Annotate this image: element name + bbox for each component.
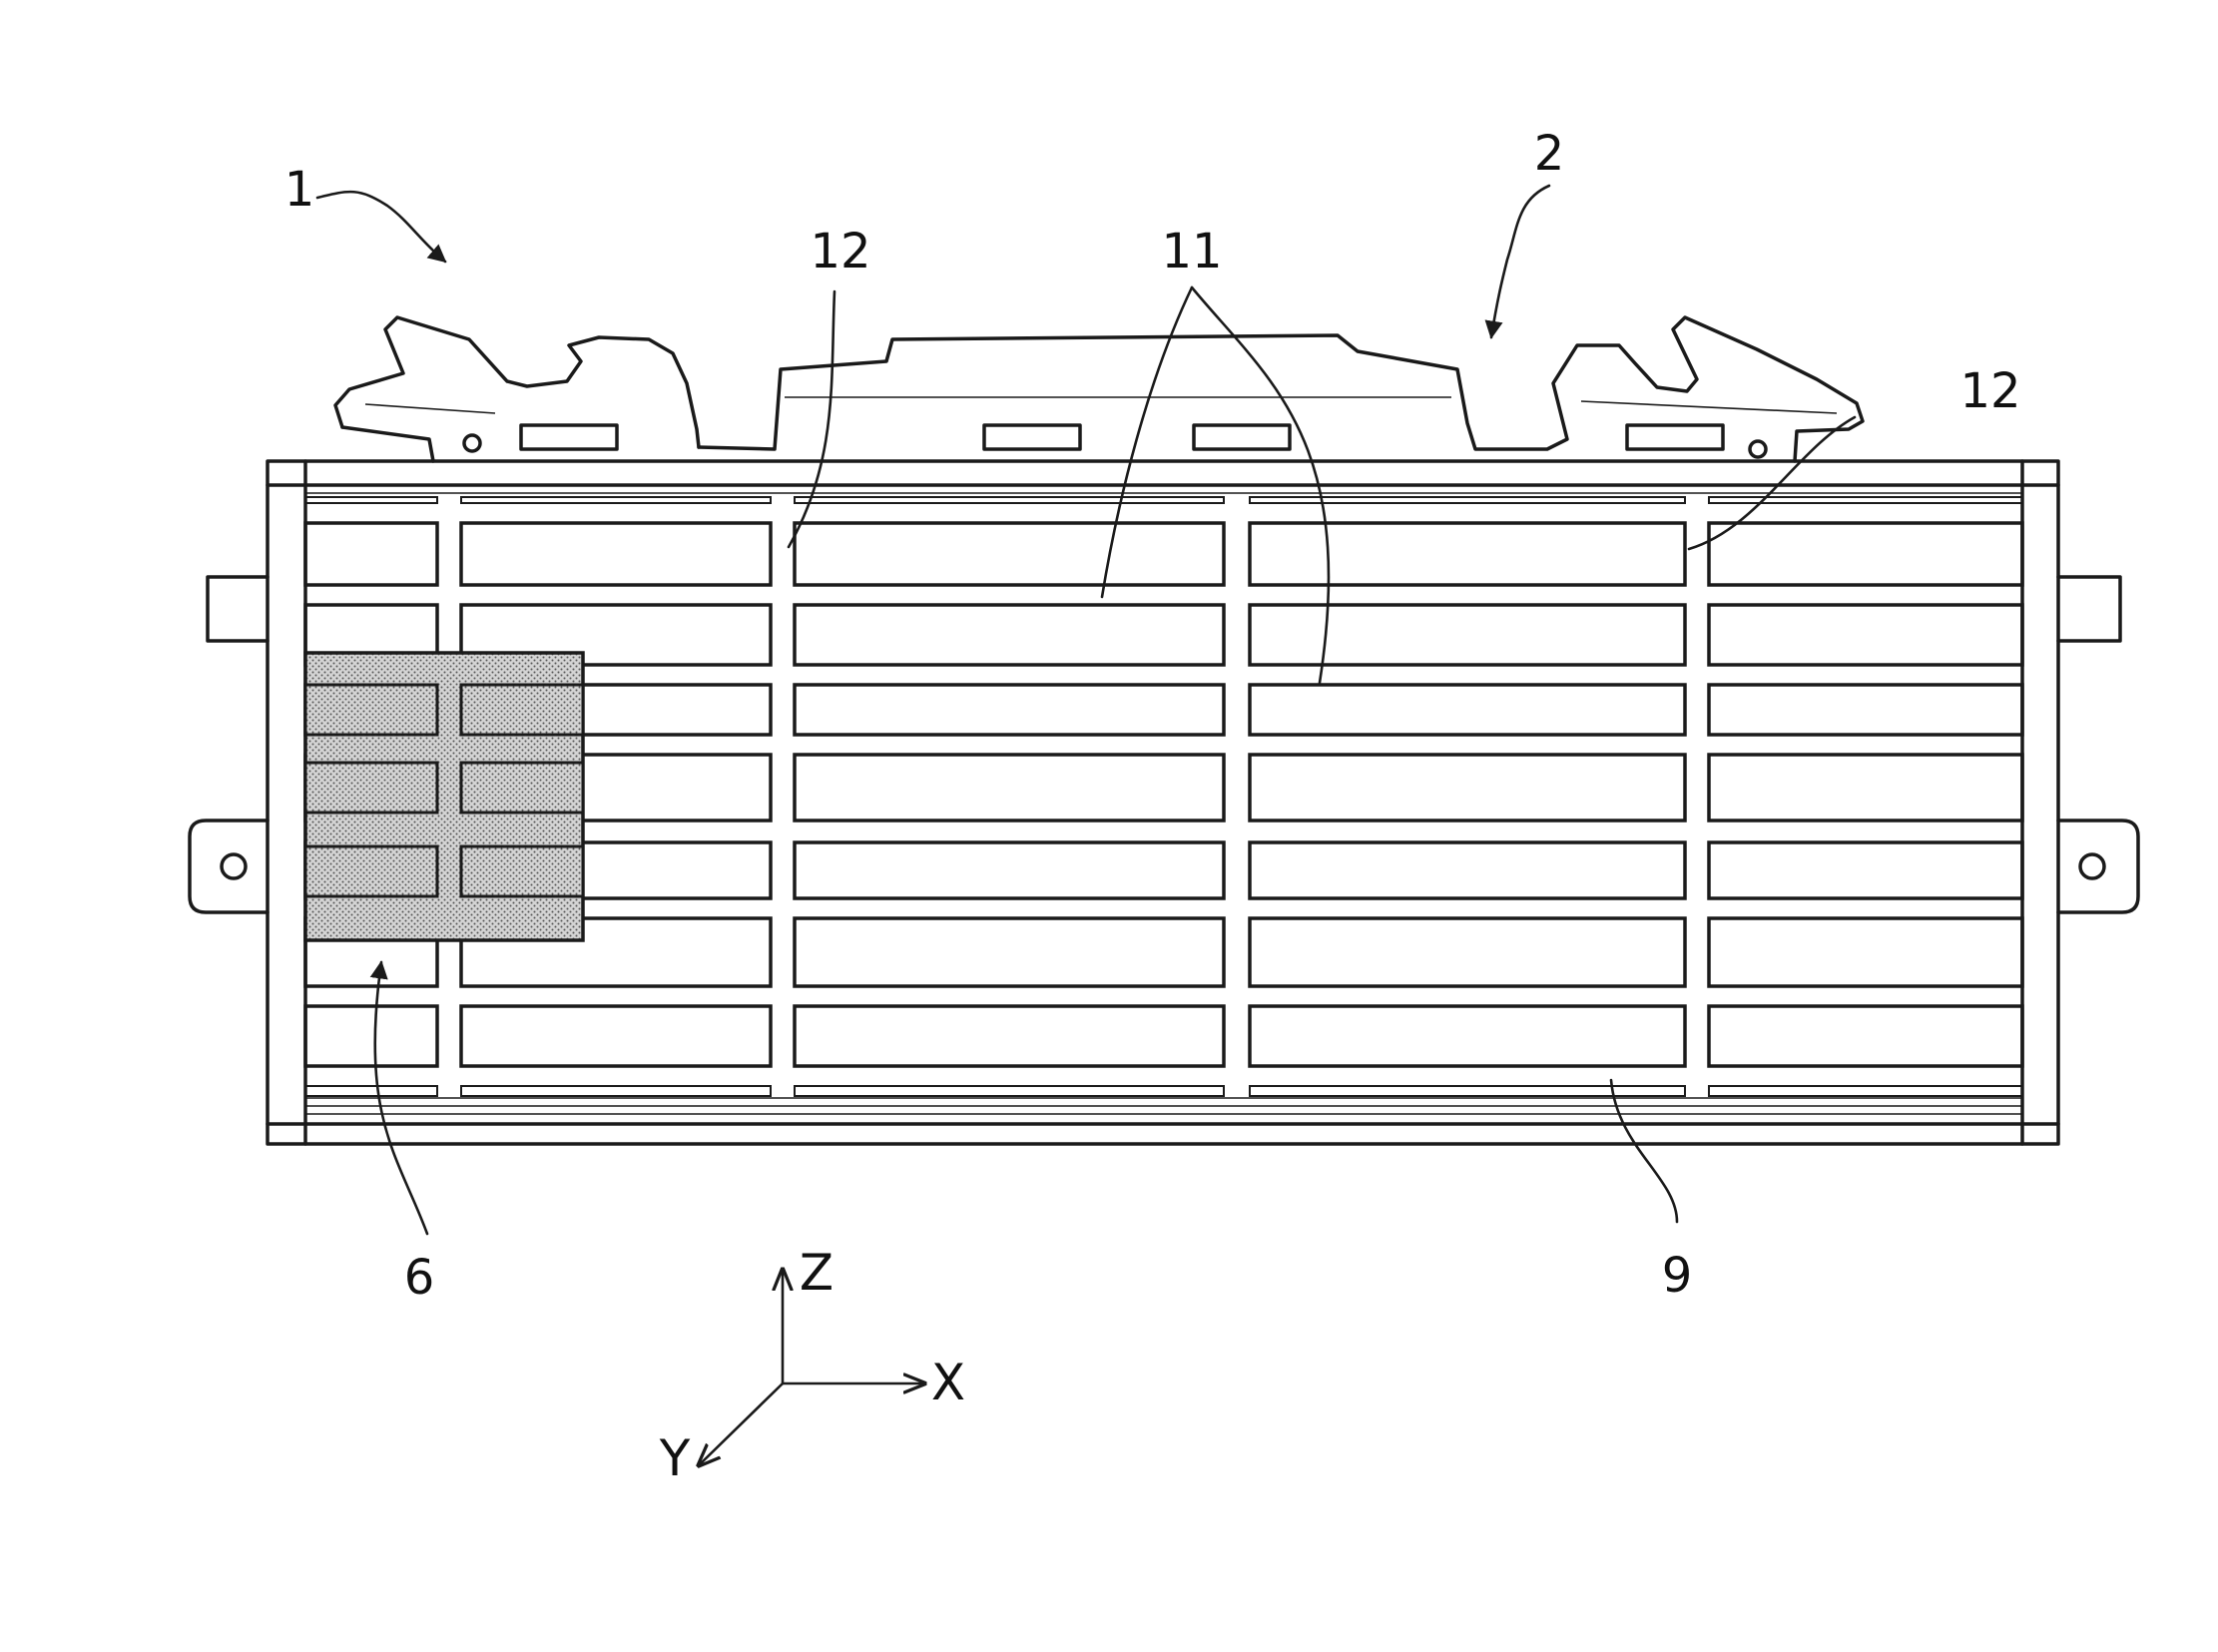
cell-slot (1709, 497, 2022, 503)
cell-slot (1709, 1006, 2022, 1066)
cell-slot (795, 1086, 1224, 1096)
coordinate-axes: Z X Y (659, 1244, 965, 1487)
cell-slot (795, 523, 1224, 585)
cell-slot (461, 523, 771, 585)
cell-slot (1250, 1006, 1685, 1066)
cell-slot (461, 1006, 771, 1066)
cell-slot (795, 918, 1224, 986)
cell-slot (305, 497, 437, 503)
cell-slot (1709, 523, 2022, 585)
cell-slot (795, 755, 1224, 821)
highlight-region (305, 653, 583, 940)
ref-label-6: 6 (404, 1250, 435, 1306)
cell-slot (1709, 755, 2022, 821)
upper-bracket (335, 317, 1863, 461)
cell-slot (1250, 918, 1685, 986)
ref-label-1: 1 (284, 162, 315, 218)
cell-slot (1250, 605, 1685, 665)
cell-slot (1709, 685, 2022, 735)
cell-slot (795, 1006, 1224, 1066)
cell-slot (795, 685, 1224, 735)
cell-slot (1709, 1086, 2022, 1096)
cell-slot (1250, 523, 1685, 585)
cell-slot (1250, 685, 1685, 735)
ref-label-12-right: 12 (1959, 363, 2020, 419)
cell-slot (1250, 497, 1685, 503)
cell-slot (305, 1006, 437, 1066)
cell-slot (461, 1086, 771, 1096)
cell-slot (305, 523, 437, 585)
cell-slot (1250, 755, 1685, 821)
cell-slot (795, 605, 1224, 665)
ref-label-9: 9 (1662, 1248, 1693, 1304)
cell-slot (1250, 1086, 1685, 1096)
cell-slot (795, 842, 1224, 898)
ref-label-12-left: 12 (810, 224, 870, 279)
cell-slot (1709, 918, 2022, 986)
axis-label-y: Y (659, 1429, 691, 1487)
ref-label-2: 2 (1534, 126, 1565, 182)
cell-slot (795, 497, 1224, 503)
cell-slot (305, 1086, 437, 1096)
cell-slot (461, 497, 771, 503)
cell-slot (1250, 842, 1685, 898)
cell-slot (1709, 605, 2022, 665)
axis-label-x: X (931, 1354, 965, 1411)
axis-label-z: Z (800, 1244, 833, 1302)
ref-label-11: 11 (1161, 224, 1222, 279)
cell-slot (1709, 842, 2022, 898)
